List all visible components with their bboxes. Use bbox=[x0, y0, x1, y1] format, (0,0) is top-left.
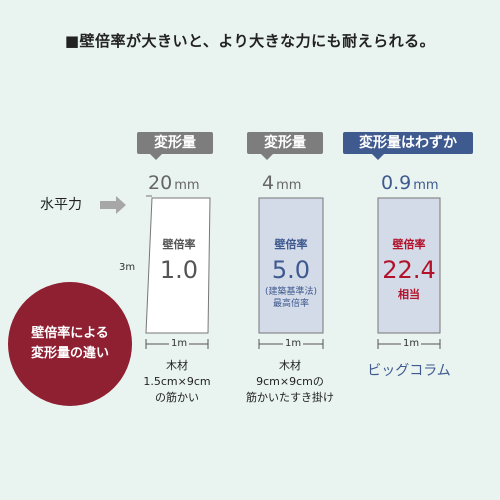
displacement-3-value: 0.9 bbox=[381, 172, 412, 194]
tag-pointer-1 bbox=[150, 154, 162, 160]
tag-displacement-1: 変形量 bbox=[137, 132, 213, 154]
headline: ■壁倍率が大きいと、より大きな力にも耐えられる。 bbox=[64, 32, 436, 50]
rate-label-3: 壁倍率 bbox=[392, 238, 426, 251]
rate-label-1: 壁倍率 bbox=[162, 238, 196, 251]
width-label-1: 1m bbox=[169, 338, 190, 349]
force-label: 水平力 bbox=[40, 197, 82, 213]
rate-value-2: 5.0 bbox=[271, 256, 311, 284]
caption-2-line2: 9cm×9cmの bbox=[256, 375, 324, 388]
displacement-2-unit: mm bbox=[276, 178, 302, 193]
comparison-badge: 壁倍率による 変形量の違い bbox=[8, 282, 132, 406]
tag-pointer-3 bbox=[372, 154, 384, 160]
rate-note-2-line2: 最高倍率 bbox=[272, 299, 309, 309]
displacement-1-unit: mm bbox=[174, 178, 200, 193]
caption-2-line1: 木材 bbox=[279, 359, 301, 372]
caption-1: 木材 1.5cm×9cm の筋かい bbox=[117, 358, 237, 406]
panel-3-text: 壁倍率 22.4 相当 bbox=[378, 236, 440, 302]
caption-1-line1: 木材 bbox=[166, 359, 188, 372]
rate-value-3: 22.4 bbox=[382, 256, 436, 284]
wall-panel-wood-thin bbox=[145, 197, 211, 334]
caption-2-line3: 筋かいたすき掛け bbox=[246, 391, 334, 404]
tag-displacement-3: 変形量はわずか bbox=[343, 132, 473, 154]
width-label-3: 1m bbox=[401, 338, 422, 349]
force-arrow-icon bbox=[100, 196, 126, 214]
caption-1-line2: 1.5cm×9cm bbox=[143, 375, 211, 388]
displacement-1-value: 20 bbox=[148, 172, 173, 194]
displacement-3-unit: mm bbox=[413, 178, 439, 193]
badge-line-2: 変形量の違い bbox=[30, 346, 109, 361]
caption-2: 木材 9cm×9cmの 筋かいたすき掛け bbox=[230, 358, 350, 406]
rate-note-2: (建築基準法)最高倍率 bbox=[264, 287, 318, 309]
rate-suffix-3: 相当 bbox=[398, 288, 420, 301]
rate-label-2: 壁倍率 bbox=[274, 238, 308, 251]
tag-displacement-2: 変形量 bbox=[247, 132, 323, 154]
rate-value-1: 1.0 bbox=[159, 256, 199, 284]
caption-3: ビッグコラム bbox=[367, 363, 451, 379]
height-label: 3m bbox=[119, 262, 136, 273]
width-label-2: 1m bbox=[283, 338, 304, 349]
caption-1-line3: の筋かい bbox=[155, 391, 199, 404]
panel-2-text: 壁倍率 5.0 (建築基準法)最高倍率 bbox=[259, 236, 323, 310]
badge-line-1: 壁倍率による bbox=[31, 326, 109, 341]
tag-pointer-2 bbox=[261, 154, 273, 160]
rate-note-2-line1: 建築基準法 bbox=[268, 287, 314, 297]
displacement-2-value: 4 bbox=[262, 172, 275, 194]
panel-1-text: 壁倍率 1.0 bbox=[150, 236, 208, 284]
wall-panel-big-column bbox=[377, 197, 441, 334]
wall-panel-wood-cross bbox=[258, 197, 324, 334]
